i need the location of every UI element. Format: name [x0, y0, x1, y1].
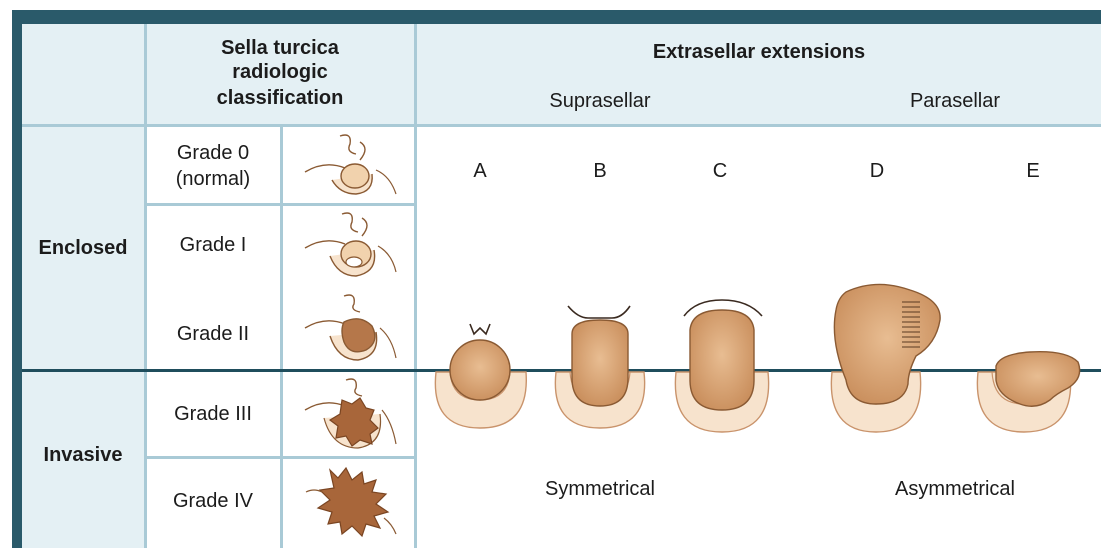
extension-c-illustration [675, 300, 768, 432]
extension-d-illustration [831, 284, 940, 432]
extension-b-illustration [555, 306, 644, 428]
symmetrical-label: Symmetrical [500, 477, 700, 501]
extension-a-illustration [435, 324, 526, 428]
extension-e-illustration [977, 352, 1079, 432]
asymmetrical-label: Asymmetrical [855, 477, 1055, 501]
